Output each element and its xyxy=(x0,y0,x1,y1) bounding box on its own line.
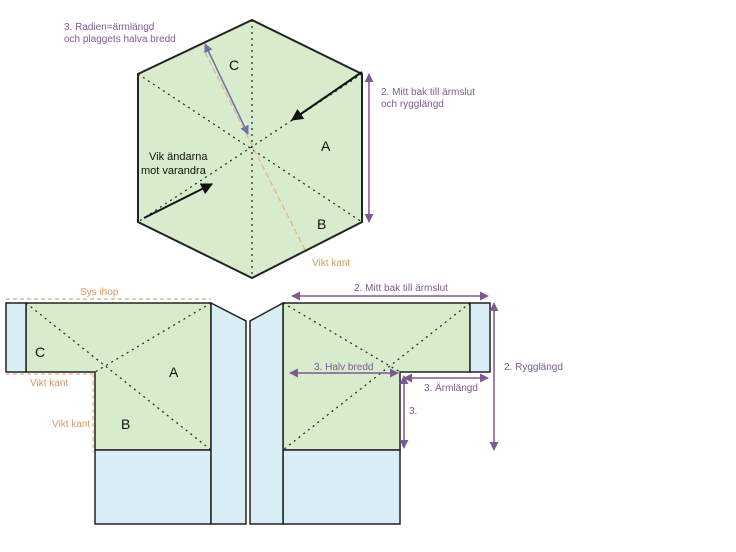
left-seam-label: Sys ihop xyxy=(80,287,119,298)
right-garment: 2. Mitt bak till ärmslut 3. Halv bredd 3… xyxy=(249,283,563,525)
right-half-width-label: 3. Halv bredd xyxy=(314,362,373,373)
hex-diagonal-2 xyxy=(137,73,363,223)
left-fold-edge-label-1: Vikt kant xyxy=(30,378,68,389)
left-front-band xyxy=(210,301,247,525)
hex-diagonal-1 xyxy=(137,73,363,223)
left-cuff xyxy=(5,302,27,373)
right-back-length-label: 2. Rygglängd xyxy=(504,362,563,373)
left-section-c: C xyxy=(35,344,45,360)
hex-fold-edge-label: Vikt kant xyxy=(312,258,350,269)
left-section-b: B xyxy=(121,416,130,432)
hex-side-label-2: och rygglängd xyxy=(381,99,444,110)
hex-section-a: A xyxy=(321,138,331,154)
hexagon-group: A B C 3. Radien=ärmlängd och plaggets ha… xyxy=(64,18,475,280)
left-diag-2 xyxy=(94,302,212,373)
left-fold-edge-label-2: Vikt kant xyxy=(52,419,90,430)
right-front-band xyxy=(249,301,284,525)
hex-radius-arrow xyxy=(204,43,249,135)
hex-fold-arrow-lower xyxy=(143,183,214,219)
hex-section-c: C xyxy=(229,57,239,73)
left-hem-band xyxy=(94,449,212,525)
right-diag-2 xyxy=(282,302,471,451)
right-sleeve-label: 3. Ärmlängd xyxy=(424,382,478,394)
right-top-label: 2. Mitt bak till ärmslut xyxy=(354,283,448,294)
hex-fold-label: Vik ändarna xyxy=(149,151,208,163)
right-cuff xyxy=(469,302,491,373)
hex-fold-arrow-upper xyxy=(291,71,363,121)
hex-side-label: 2. Mitt bak till ärmslut xyxy=(381,87,475,98)
left-garment: A B C Sys ihop Vikt kant Vikt kant xyxy=(5,287,247,525)
hex-radius-label: 3. Radien=ärmlängd xyxy=(64,22,154,33)
right-hem-band xyxy=(282,449,401,525)
right-three-label: 3. xyxy=(409,406,417,417)
hex-fold-label-2: mot varandra xyxy=(141,165,207,177)
left-section-a: A xyxy=(169,364,179,380)
right-diag-1 xyxy=(282,302,401,373)
hex-section-b: B xyxy=(317,216,326,232)
hex-radius-label-2: och plaggets halva bredd xyxy=(64,34,176,45)
